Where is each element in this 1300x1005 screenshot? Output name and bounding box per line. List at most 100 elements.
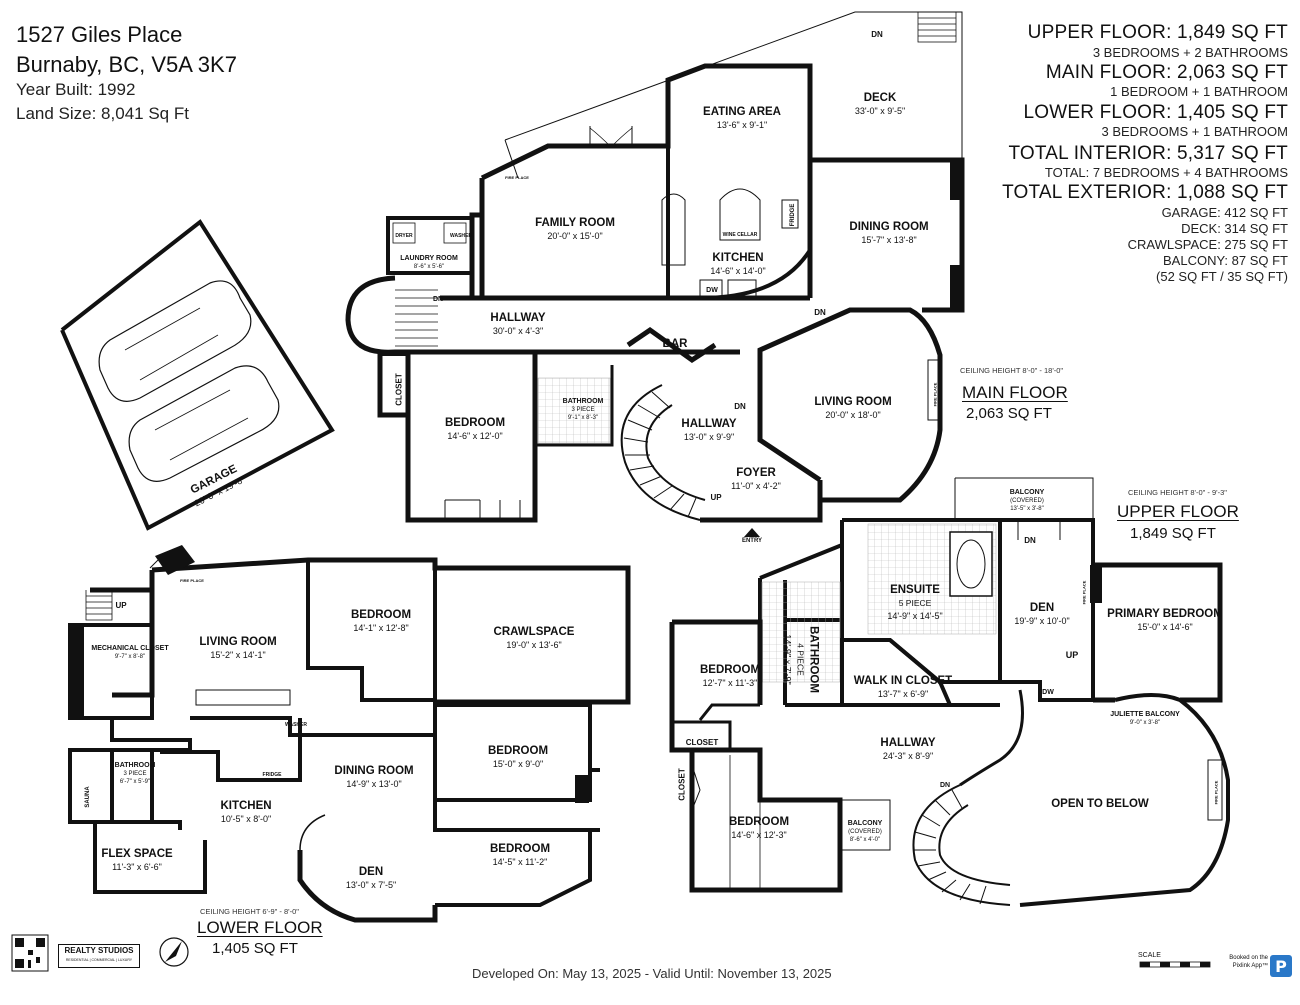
main-bathroom-tile-area (537, 377, 611, 444)
annotation-dn: DN (734, 402, 746, 411)
crawlspace-walls (435, 565, 631, 705)
pixlink-logo-icon: P (1270, 955, 1292, 977)
room-name: DINING ROOM (849, 221, 929, 233)
room-dimensions: 19'-0" x 13'-6" (506, 640, 562, 650)
closet-upper-walls (672, 703, 760, 750)
lower-floor-sqft: 1,405 SQ FT (212, 940, 298, 957)
room-name: DINING ROOM (334, 765, 414, 777)
room-name: DECK (863, 92, 897, 104)
annotation-closet: CLOSET (685, 738, 719, 747)
room-hallway-foyer: HALLWAY 13'-0" x 9'-9" (681, 418, 736, 444)
lower-bedroom-1-walls (306, 560, 437, 702)
room-name: HALLWAY (490, 312, 546, 324)
annotation-wine-cellar: WINE CELLAR (722, 232, 758, 238)
room-bedroom-lower-2: BEDROOM 15'-0" x 9'-0" (488, 745, 548, 771)
room-open-to-below: OPEN TO BELOW (1051, 798, 1149, 811)
room-name: OPEN TO BELOW (1051, 798, 1149, 810)
room-subtitle: 3 PIECE (123, 771, 147, 777)
upper-floor-sqft: 1,849 SQ FT (1130, 525, 1216, 542)
room-laundry: LAUNDRY ROOM 8'-6" x 5'-6" (400, 255, 458, 271)
brand-name: REALTY STUDIOS (64, 946, 134, 955)
room-dimensions: 30'-0" x 4'-3" (492, 326, 544, 336)
annotation-closet: CLOSET (394, 373, 404, 406)
annotation-entry: ENTRY (741, 538, 763, 544)
room-dimensions: 15'-2" x 14'-1" (210, 650, 266, 660)
room-name: CRAWLSPACE (493, 626, 575, 638)
realty-studios-logo: REALTY STUDIOS RESIDENTIAL | COMMERCIAL … (58, 944, 140, 968)
room-dimensions: 9'-7" x 8'-8" (114, 654, 146, 660)
room-name: FLEX SPACE (101, 848, 173, 860)
summary-upper: UPPER FLOOR: 1,849 SQ FT (1027, 22, 1288, 43)
annotation-dn: DN (814, 308, 826, 317)
upper-floor-label: UPPER FLOOR (1117, 502, 1239, 521)
car-top (98, 280, 252, 402)
annotation-up: UP (115, 601, 127, 610)
entry-marker (744, 528, 760, 537)
annotation-dn: DN (871, 30, 883, 39)
room-name: BEDROOM (699, 664, 761, 676)
room-name: EATING AREA (703, 106, 781, 118)
room-dimensions: 15'-0" x 9'-0" (492, 759, 544, 769)
main-spiral-stairs (620, 384, 706, 521)
summary-garage: GARAGE: 412 SQ FT (1161, 205, 1288, 220)
room-subtitle: 3 PIECE (571, 407, 595, 413)
room-name: HALLWAY (681, 418, 737, 430)
kitchen-lower-walls (160, 718, 302, 782)
annotation-up: UP (710, 493, 722, 502)
annotation-washer: WASHER (450, 233, 472, 239)
room-name: HALLWAY (880, 737, 936, 749)
room-name: MECHANICAL CLOSET (91, 645, 169, 652)
room-name: BEDROOM (350, 609, 412, 621)
land-size: Land Size: 8,041 Sq Ft (16, 104, 189, 123)
room-dimensions: 11'-3" x 6'-6" (112, 862, 162, 872)
room-dimensions: 15'-0" x 14'-6" (1137, 622, 1193, 632)
main-floor-plan (345, 11, 965, 537)
room-mech-closet: MECHANICAL CLOSET 9'-7" x 8'-8" (91, 645, 168, 661)
lower-floor-plan (68, 545, 631, 923)
room-dimensions: 13'-5" x 3'-8" (1010, 506, 1044, 512)
room-name: BEDROOM (487, 745, 549, 757)
room-name: LAUNDRY ROOM (400, 255, 458, 262)
summary-total-interior-detail: TOTAL: 7 BEDROOMS + 4 BATHROOMS (1044, 165, 1288, 180)
room-dimensions: 13'-0" x 9'-9" (683, 432, 735, 442)
den-upper-walls (1000, 518, 1095, 702)
room-name: KITCHEN (220, 800, 272, 812)
scale-label: SCALE (1138, 952, 1161, 959)
annotation-fireplace: FIRE PLACE (1081, 580, 1087, 605)
room-name: KITCHEN (712, 252, 764, 264)
kitchen-counters (661, 188, 799, 297)
summary-crawlspace: CRAWLSPACE: 275 SQ FT (1127, 237, 1288, 252)
upper-bathroom-walls (758, 520, 844, 705)
room-dimensions: 15'-7" x 13'-8" (861, 235, 917, 245)
room-bar: BAR (663, 338, 688, 351)
summary-total-exterior: TOTAL EXTERIOR: 1,088 SQ FT (1002, 182, 1288, 203)
room-dimensions: 13'-0" x 7'-5" (345, 880, 397, 890)
annotation-fireplace: FIRE PLACE (180, 578, 204, 583)
annotation-dw: DW (706, 287, 718, 294)
room-dimensions: 8'-6" x 5'-6" (413, 264, 445, 270)
scale-bar (1139, 961, 1211, 968)
room-name: BEDROOM (728, 816, 790, 828)
flex-space-walls (93, 820, 207, 894)
annotation-dn: DN (432, 296, 444, 303)
annotation-washer: WASHER (285, 722, 307, 728)
walk-in-closet-walls (840, 638, 954, 707)
primary-bedroom-walls (1093, 562, 1223, 703)
annotation-up: UP (1065, 650, 1079, 660)
room-dimensions: 20'-0" x 18'-0" (825, 410, 881, 420)
room-name: LIVING ROOM (199, 636, 277, 648)
room-dimensions: 8'-6" x 4'-0" (849, 837, 881, 843)
annotation-closet: CLOSET (677, 768, 687, 801)
summary-balcony-detail: (52 SQ FT / 35 SQ FT) (1156, 269, 1288, 284)
summary-deck: DECK: 314 SQ FT (1181, 221, 1288, 236)
